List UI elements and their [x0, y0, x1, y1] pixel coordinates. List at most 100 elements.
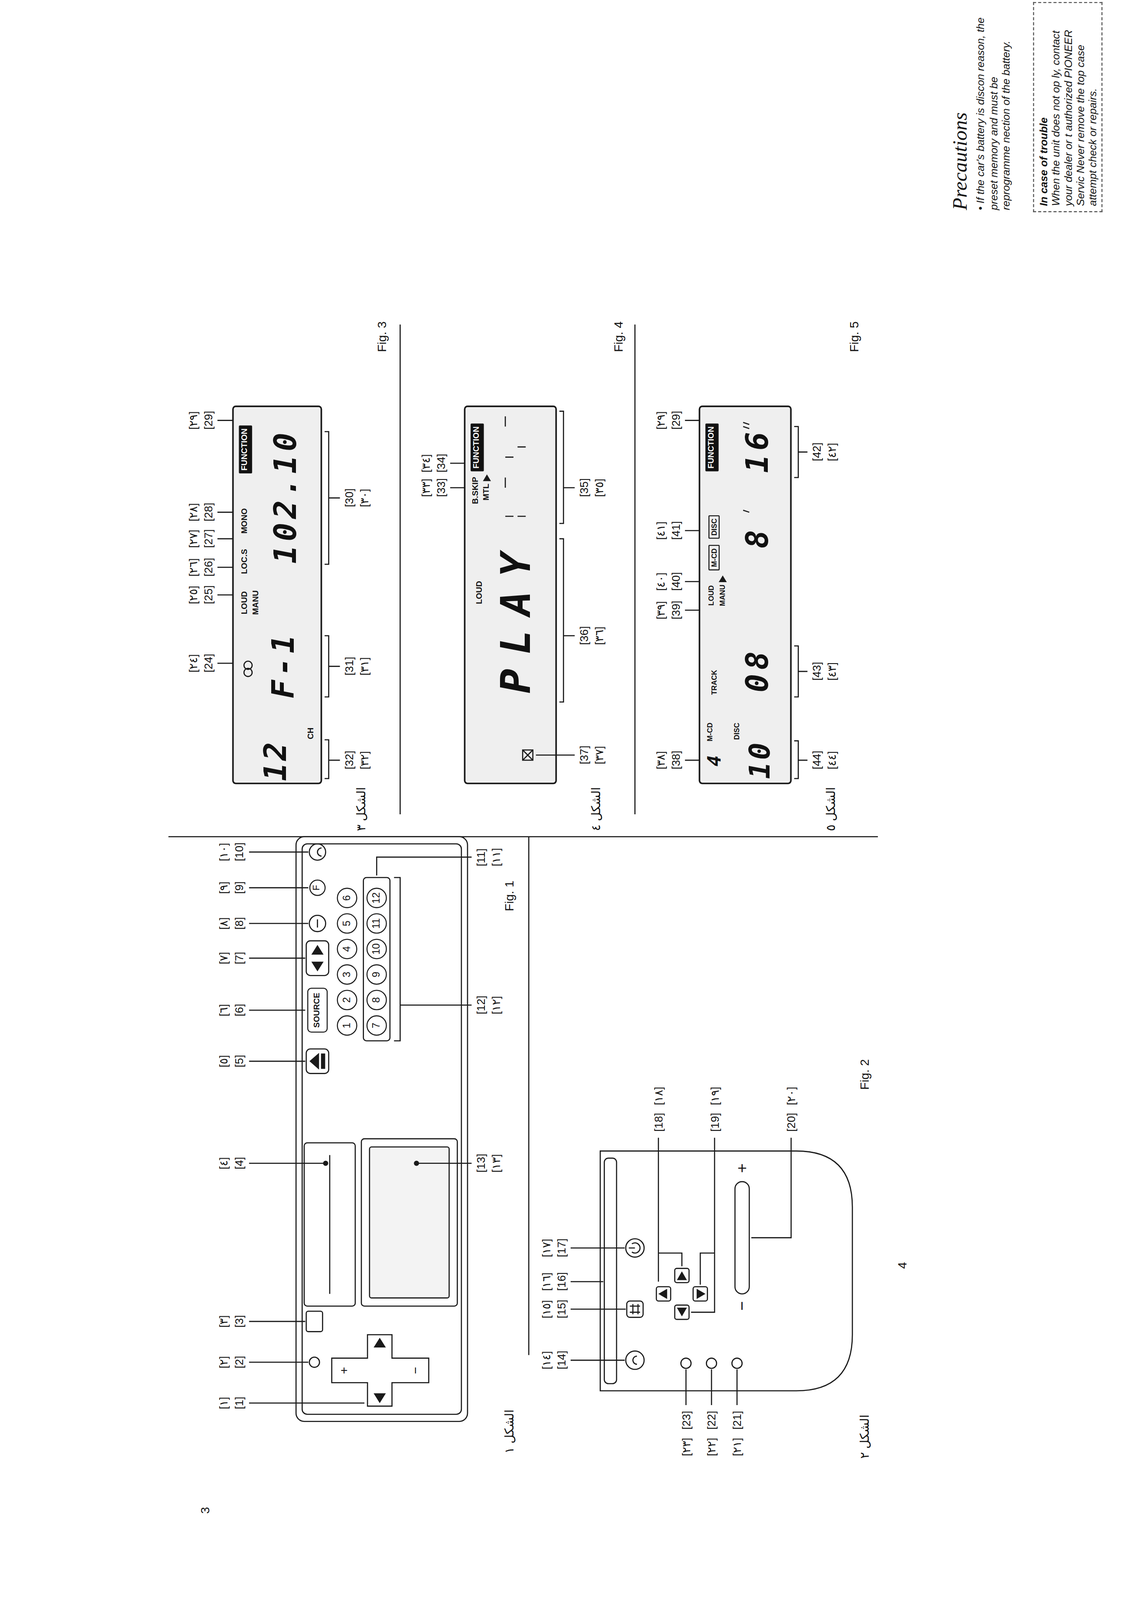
- arrow-key: [656, 1287, 671, 1302]
- node-text: 12: [371, 892, 383, 904]
- node-text-line: LOUD: [707, 585, 715, 606]
- arrow-symbol: [677, 1308, 686, 1316]
- lcd-display: 4M-CD10DISCTRACK08LOUDMANU816M-CDDISCFUN…: [699, 406, 792, 785]
- callout-number: [25]: [201, 585, 215, 605]
- callout-number: [19]: [708, 1113, 722, 1132]
- leader-line: [249, 1321, 306, 1323]
- callout-number-arabic: [٣٨]: [653, 751, 667, 770]
- volume-bar: [734, 1182, 750, 1295]
- figure-label: Fig. 4: [612, 321, 627, 353]
- callout-number: [5]: [232, 1055, 246, 1068]
- leader-line: [217, 594, 233, 596]
- symbol: [317, 848, 322, 857]
- leader-line: [685, 419, 700, 422]
- tape-icon: [522, 750, 533, 761]
- callout-number-arabic: [١٥]: [539, 1300, 553, 1319]
- leader-line: [249, 1162, 324, 1165]
- callout-number-arabic: [١٦]: [539, 1273, 553, 1292]
- small-button: [731, 1358, 743, 1370]
- leader-line: [685, 759, 700, 762]
- leader-line: [711, 1370, 713, 1406]
- leader-line: [736, 1370, 738, 1406]
- callout-number: [29]: [201, 411, 215, 430]
- callout-number: [8]: [232, 917, 246, 930]
- callout-number: [33]: [434, 478, 448, 497]
- node-text: 4: [341, 946, 353, 952]
- page-number: 4: [896, 1262, 911, 1270]
- callout-number-arabic: [٣٩]: [653, 601, 667, 620]
- arrow-symbol: [374, 1394, 386, 1403]
- leader-line: [570, 1247, 625, 1250]
- leader-line: [751, 1138, 792, 1239]
- arrow-key: [674, 1305, 689, 1320]
- lcd-segments: [505, 416, 526, 517]
- figure-label: الشكل ٢: [858, 1415, 873, 1460]
- callout-number-arabic: [٨]: [217, 917, 231, 930]
- callout-number: [13]: [474, 1154, 488, 1173]
- leader-line: [324, 740, 340, 780]
- leader-line: [535, 754, 575, 757]
- key-symbol: −: [733, 1301, 752, 1312]
- figure-label: Fig. 2: [858, 1059, 873, 1091]
- eject-button: [306, 1049, 329, 1075]
- leader-dot: [323, 1161, 328, 1166]
- node-text: DISC: [710, 518, 718, 536]
- callout-number-arabic: [٢١]: [730, 1438, 744, 1457]
- divider-line: [168, 836, 878, 838]
- figure-label: Fig. 1: [503, 880, 518, 912]
- callout-number-arabic: [١١]: [489, 848, 503, 867]
- callout-number-arabic: [٣٦]: [592, 626, 606, 646]
- panel-face: [302, 844, 462, 1415]
- divider-line: [528, 837, 530, 1356]
- callout-number-arabic: [٣]: [217, 1315, 231, 1329]
- callout-number-arabic: [٤٣]: [825, 662, 839, 681]
- callout-number-arabic: [٣٥]: [592, 478, 606, 497]
- callout-number: [15]: [554, 1300, 568, 1319]
- callout-number: [2]: [232, 1356, 246, 1369]
- callout-number-arabic: [٣٢]: [357, 751, 371, 770]
- figure-label: الشكل ٥: [824, 787, 840, 832]
- leader-line: [685, 1370, 687, 1406]
- figure-label: Fig. 5: [848, 321, 863, 353]
- callout-number-arabic: [٢٨]: [186, 503, 200, 522]
- preset-button: 3: [336, 964, 358, 985]
- leader-line: [794, 740, 808, 779]
- callout-number-arabic: [٢٣]: [679, 1438, 693, 1457]
- leader-line: [217, 567, 233, 569]
- power-symbol: [628, 1243, 640, 1254]
- function-button: F: [309, 880, 326, 897]
- callout-number: [44]: [809, 750, 823, 770]
- leader-line: [685, 581, 700, 583]
- node-text-line: 8: [741, 530, 773, 549]
- node-text: FUNCTION: [473, 426, 482, 469]
- cassette-door: [304, 1143, 356, 1307]
- callout-number-arabic: [٣٤]: [418, 454, 432, 473]
- leader-line: [249, 1010, 306, 1012]
- remote-button: [625, 1239, 644, 1258]
- node-text-line: M-CD: [706, 722, 714, 742]
- callout-number: [20]: [784, 1113, 798, 1132]
- callout-number-arabic: [٤٤]: [825, 751, 839, 770]
- node-text-line: TRACK: [710, 670, 718, 696]
- lcd-display: LOUDB.SKIPMTLPLAYFUNCTION: [464, 406, 557, 785]
- display-window: [361, 1139, 458, 1307]
- callout-number-arabic: [٢٩]: [653, 411, 667, 430]
- node-text-line: MTL: [482, 483, 491, 501]
- callout-number: [35]: [577, 478, 591, 497]
- source-button: SOURCE: [307, 987, 328, 1033]
- callout-number: [41]: [669, 521, 683, 540]
- function-indicator: FUNCTION: [470, 423, 484, 472]
- callout-number-arabic: [١٣]: [489, 1154, 503, 1173]
- stereo-symbol: [243, 661, 253, 670]
- callout-number: [27]: [201, 529, 215, 549]
- node-text: 11: [371, 918, 383, 929]
- node-text: 1: [341, 1023, 353, 1029]
- node-text: FUNCTION: [708, 426, 717, 469]
- callout-number: [34]: [434, 453, 448, 473]
- preset-button: 11: [366, 913, 387, 934]
- callout-number: [1]: [232, 1397, 246, 1410]
- leader-line: [570, 1308, 626, 1311]
- remote-button: [625, 1351, 644, 1370]
- lcd-ground: [464, 406, 557, 785]
- preset-button: 6: [336, 888, 358, 909]
